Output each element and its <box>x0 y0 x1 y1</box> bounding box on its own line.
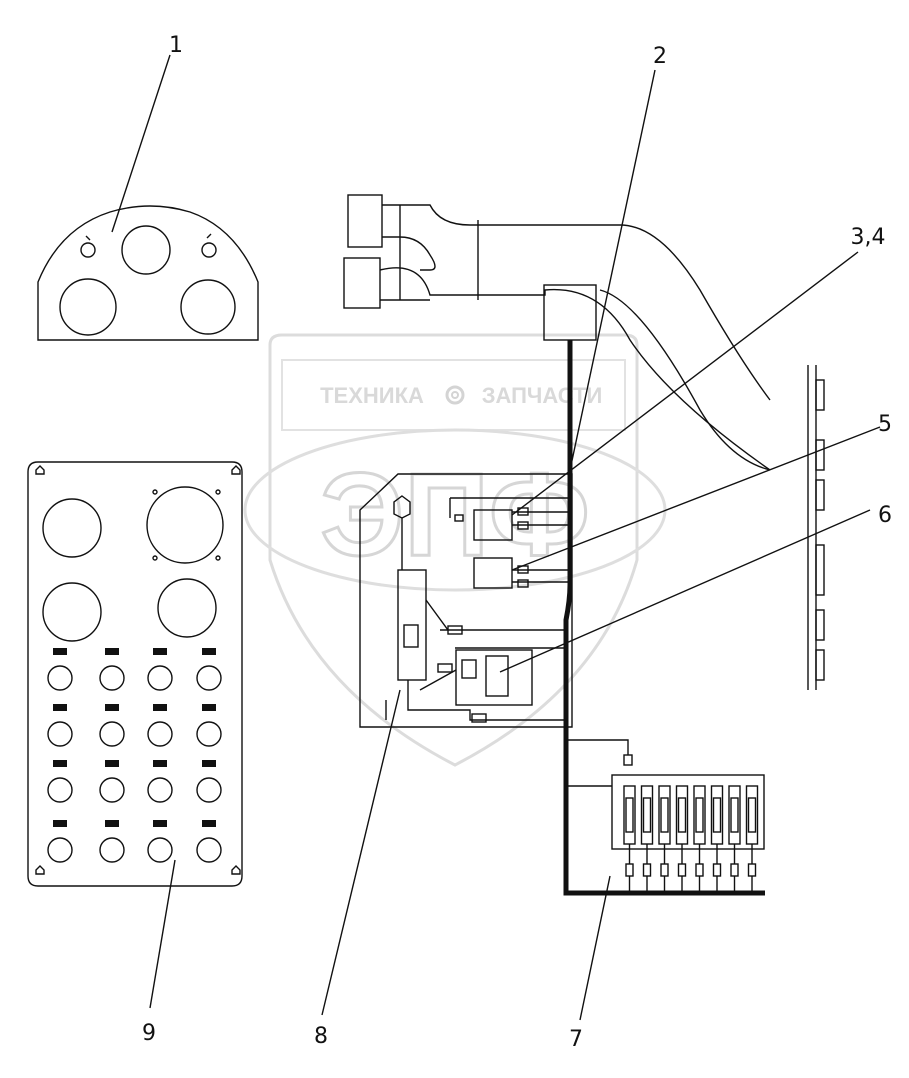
leader-9 <box>149 859 176 1009</box>
warning-lamp-1-1 <box>47 665 73 691</box>
lamp-symbol-icon <box>202 704 216 711</box>
callout-6: 6 <box>878 503 892 528</box>
callout-9: 9 <box>142 1021 156 1046</box>
lamp-symbol-icon <box>105 648 119 655</box>
lamp-symbol-icon <box>202 648 216 655</box>
fuse-block-6 <box>455 649 533 706</box>
lamp-symbol-icon <box>153 820 167 827</box>
callout-2: 2 <box>653 44 667 69</box>
fuse-2 <box>640 785 654 891</box>
lamp-symbol-icon <box>53 648 67 655</box>
lamp-symbol-icon <box>153 648 167 655</box>
side-connector-strip <box>807 365 825 690</box>
fuse-3 <box>658 785 671 891</box>
junction-block <box>543 284 597 341</box>
warning-lamp-2-1 <box>47 721 73 747</box>
harness-trunk <box>563 340 765 896</box>
watermark-left-word: ТЕХНИКА <box>320 383 424 408</box>
warning-lamp-4-3 <box>147 837 173 863</box>
callouts: 1 2 3,4 5 6 7 8 9 <box>142 33 892 1052</box>
leader-7 <box>579 875 611 1021</box>
warning-lamp-3-4 <box>196 777 222 803</box>
lamp-symbol-icon <box>105 820 119 827</box>
warning-lamp-3-1 <box>47 777 73 803</box>
lamp-left-icon <box>80 242 96 258</box>
leader-6 <box>499 509 871 673</box>
warning-lamp-2-3 <box>147 721 173 747</box>
leader-2 <box>569 69 656 471</box>
callout-5: 5 <box>878 412 892 437</box>
gauge-top-center <box>121 225 171 275</box>
fuse-box-7 <box>611 774 765 891</box>
lamp-symbol-icon <box>202 760 216 767</box>
warning-lamp-1-3 <box>147 665 173 691</box>
leader-34 <box>511 251 859 516</box>
fuse-7 <box>728 785 741 891</box>
lamp-symbol-icon <box>153 760 167 767</box>
fuse-box-frame <box>611 774 765 850</box>
callout-7: 7 <box>569 1027 583 1052</box>
gauge-tacho <box>146 486 224 564</box>
warning-lamp-2-4 <box>196 721 222 747</box>
connector-lower <box>343 257 381 309</box>
warning-lamp-4-1 <box>47 837 73 863</box>
lamp-symbol-icon <box>53 820 67 827</box>
relay-mounting-plate <box>359 473 573 728</box>
fuse-6 <box>710 785 724 891</box>
harness-main <box>343 194 771 471</box>
callout-1: 1 <box>169 33 183 58</box>
instrument-panel-small <box>37 205 259 341</box>
gauge-bottom-left <box>59 278 117 336</box>
gauge-temp <box>157 578 217 638</box>
fuse-4 <box>675 785 689 891</box>
gauge-fuel <box>42 582 102 642</box>
leader-1 <box>111 54 171 233</box>
relay-unit-8 <box>397 569 427 681</box>
lamp-symbol-icon <box>153 704 167 711</box>
watermark-gear-icon <box>445 385 465 405</box>
fuse-1 <box>623 785 636 891</box>
warning-lamp-grid <box>47 648 222 863</box>
warning-lamp-4-4 <box>196 837 222 863</box>
warning-lamp-3-2 <box>99 777 125 803</box>
callout-3-4: 3,4 <box>851 225 886 250</box>
watermark-shield <box>268 333 639 767</box>
callout-8: 8 <box>314 1024 328 1049</box>
warning-lamp-4-2 <box>99 837 125 863</box>
relay-5 <box>473 557 513 589</box>
leader-8 <box>321 689 401 1016</box>
lamp-symbol-icon <box>53 704 67 711</box>
leader-5 <box>511 426 881 571</box>
warning-lamp-1-4 <box>196 665 222 691</box>
watermark-banner <box>281 359 626 431</box>
fuse-5 <box>693 785 706 891</box>
fuse-row <box>623 785 759 891</box>
warning-lamp-3-3 <box>147 777 173 803</box>
lamp-right-icon <box>201 242 217 258</box>
lamp-symbol-icon <box>105 704 119 711</box>
watermark-right-word: ЗАПЧАСТИ <box>482 383 603 408</box>
watermark: ТЕХНИКА ЗАПЧАСТИ ЭПФ <box>243 333 667 767</box>
lamp-symbol-icon <box>105 760 119 767</box>
dashboard-panel-large <box>27 461 243 887</box>
warning-lamp-2-2 <box>99 721 125 747</box>
lamp-symbol-icon <box>202 820 216 827</box>
gauge-speed <box>42 498 102 558</box>
connector-upper <box>347 194 383 248</box>
gauge-bottom-right <box>180 279 236 335</box>
lamp-symbol-icon <box>53 760 67 767</box>
warning-lamp-1-2 <box>99 665 125 691</box>
fuse-8 <box>745 785 759 891</box>
leader-lines <box>111 54 881 1021</box>
